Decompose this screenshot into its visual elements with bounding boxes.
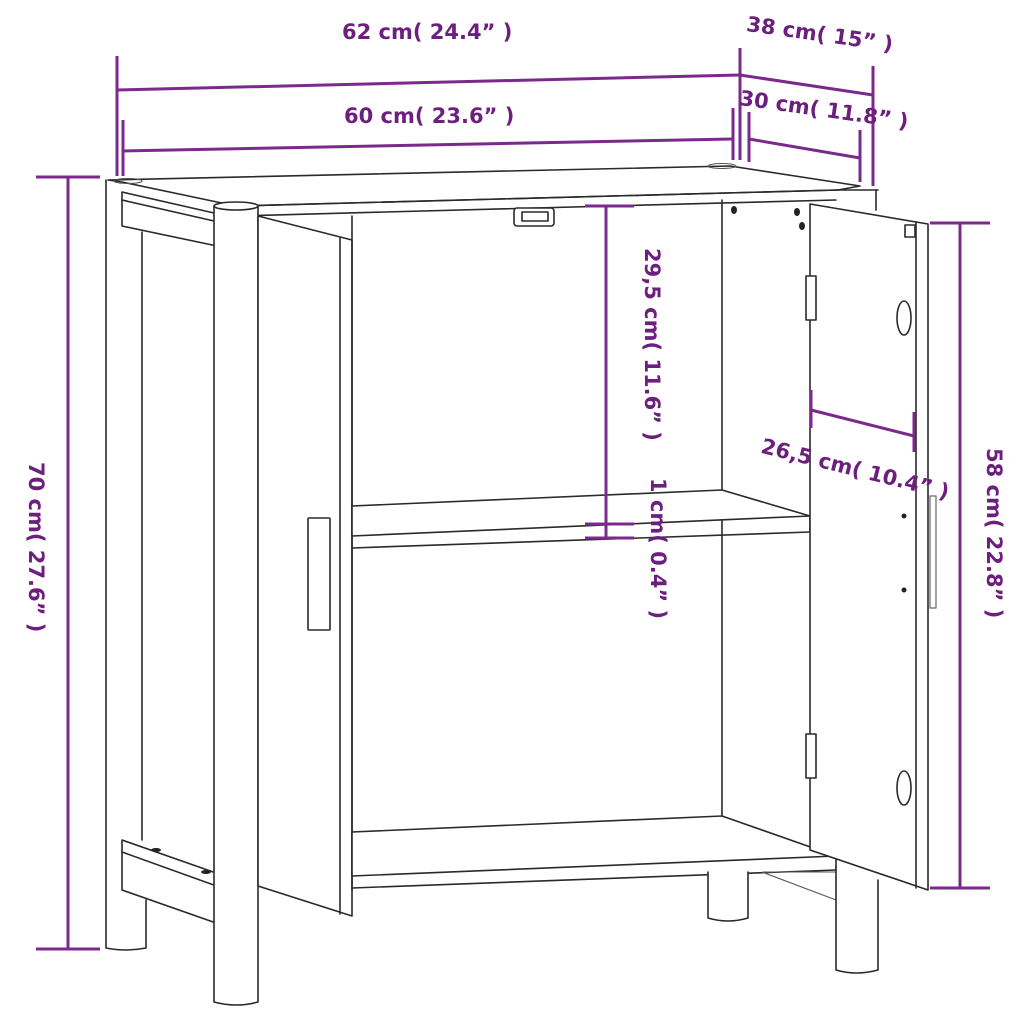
- left-door-handle: [307, 517, 331, 631]
- compartment-height-label: 29,5 cm( 11.6” ): [640, 248, 664, 441]
- upper-hinge: [805, 275, 817, 321]
- right-post: [835, 189, 879, 211]
- left-door: [257, 215, 353, 917]
- back-left-leg: [105, 179, 147, 951]
- overall-width-label: 62 cm( 24.4” ): [342, 20, 513, 44]
- back-right-leg: [707, 871, 749, 922]
- door-height-label: 58 cm( 22.8” ): [982, 448, 1006, 619]
- right-bottom-rail: [761, 871, 837, 901]
- front-left-leg: [213, 201, 259, 1006]
- lower-hinge: [805, 733, 817, 779]
- shelf-thickness-label: 1 cm( 0.4” ): [646, 478, 670, 620]
- cabinet-top: [107, 162, 861, 217]
- front-right-leg: [835, 865, 879, 974]
- cabinet-interior: [351, 199, 837, 891]
- right-door: [805, 203, 937, 891]
- inner-width-label: 60 cm( 23.6” ): [344, 104, 515, 128]
- overall-height-label: 70 cm( 27.6” ): [24, 462, 48, 633]
- dimension-lines: [36, 48, 990, 951]
